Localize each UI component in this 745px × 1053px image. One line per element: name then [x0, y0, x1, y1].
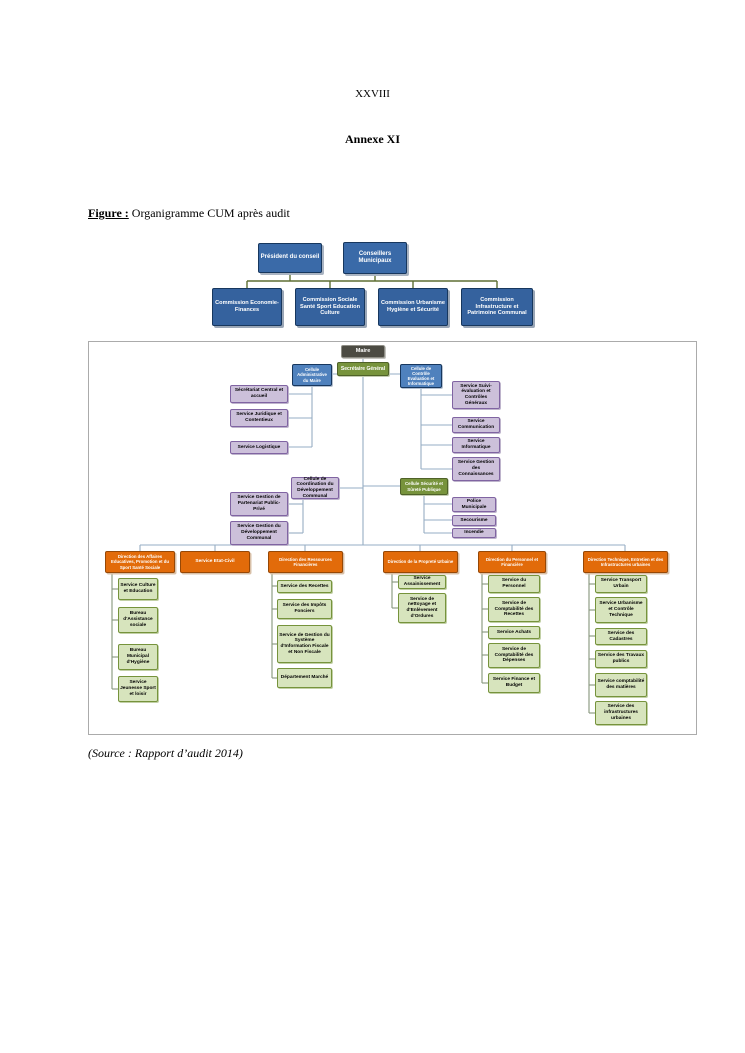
service-recettes-box: Service des Recettes [277, 580, 332, 593]
service-juridique-box: Service Juridique et Contentieux [230, 409, 288, 427]
service-urbanisme-controle-box: Service Urbanisme et Contrôle Technique [595, 597, 647, 623]
service-impots-fonciers-box: Service des Impôts Fonciers [277, 599, 332, 619]
commission-economie-finances-box: Commission Economie-Finances [212, 288, 282, 326]
service-nettoyage-box: Service de nettoyage et d'Enlèvement d'O… [398, 593, 446, 623]
page-number: XXVIII [355, 88, 390, 100]
bureau-hygiene-box: Bureau Municipal d'Hygiène [118, 644, 158, 670]
service-suivi-evaluation-box: Service Suivi-évaluation et Contrôles Gé… [452, 381, 500, 409]
direction-ressources-financieres-box: Direction des Ressources Financières [268, 551, 343, 573]
service-partenariat-box: Service Gestion de Partenariat Public-Pr… [230, 492, 288, 516]
commission-infrastructure-box: Commission Infrastructure et Patrimoine … [461, 288, 533, 326]
cellule-coordination-box: Cellule de Coordination du Développement… [291, 477, 339, 499]
maire-box: Maire [341, 345, 385, 358]
direction-technique-box: Direction Technique, Entretien et des In… [583, 551, 668, 573]
figure-text: Organigramme CUM après audit [128, 206, 290, 220]
service-gestion-connaissances-box: Service Gestion des Connaissances [452, 457, 500, 481]
bureau-assistance-sociale-box: Bureau d'Assistance sociale [118, 607, 158, 633]
service-systeme-fiscal-box: Service de Gestion du Système d'Informat… [277, 625, 332, 663]
service-comptabilite-matieres-box: Service comptabilité des matières [595, 673, 647, 697]
service-communication-box: Service Communication [452, 417, 500, 433]
secourisme-box: Secourisme [452, 515, 496, 526]
service-jeunesse-sport-box: Service Jeunesse Sport et loisir [118, 676, 158, 702]
service-comptabilite-depenses-box: Service de Comptabilité des Dépenses [488, 643, 540, 668]
direction-proprete-urbaine-box: Direction de la Propreté Urbaine [383, 551, 458, 573]
service-etat-civil-box: Service Etat-Civil [180, 551, 250, 573]
secretaire-general-box: Secrétaire Général [337, 362, 389, 376]
annex-title: Annexe XI [344, 132, 400, 146]
service-infrastructures-urbaines-box: Service des infrastructures urbaines [595, 701, 647, 725]
service-culture-education-box: Service Culture et Education [118, 578, 158, 600]
police-municipale-box: Police Municipale [452, 497, 496, 512]
service-cadastres-box: Service des Cadastres [595, 628, 647, 645]
direction-affaires-educatives-box: Direction des Affaires Educatives, Promo… [105, 551, 175, 573]
service-assainissement-box: Service Assainissement [398, 575, 446, 589]
figure-caption: Figure : Organigramme CUM après audit [88, 206, 290, 221]
service-personnel-box: Service du Personnel [488, 575, 540, 593]
service-achats-box: Service Achats [488, 626, 540, 639]
service-secretariat-box: Sécrétariat Central et accueil [230, 385, 288, 403]
commission-urbanisme-box: Commission Urbanisme Hygiène et Sécurité [378, 288, 448, 326]
service-comptabilite-recettes-box: Service de Comptabilité des Recettes [488, 597, 540, 622]
councillors-box: Conseillers Municipaux [343, 242, 407, 274]
service-travaux-publics-box: Service des Travaux publics [595, 650, 647, 668]
cellule-administrative-box: Cellule Administrative du Maire [292, 364, 332, 386]
service-informatique-box: Service Informatique [452, 437, 500, 453]
departement-marche-box: Département Marché [277, 668, 332, 688]
source-note: (Source : Rapport d’audit 2014) [88, 746, 243, 760]
incendie-box: Incendie [452, 528, 496, 538]
direction-personnel-financiere-box: Direction du Personnel et Financière [478, 551, 546, 573]
service-logistique-box: Service Logistique [230, 441, 288, 454]
service-finance-budget-box: Service Finance et Budget [488, 673, 540, 693]
commission-sociale-box: Commission Sociale Santé Sport Education… [295, 288, 365, 326]
cellule-securite-box: Cellule Sécurité et Sûreté Publique [400, 478, 448, 495]
service-transport-urbain-box: Service Transport Urbain [595, 575, 647, 593]
service-developpement-communal-box: Service Gestion du Développement Communa… [230, 521, 288, 545]
figure-label: Figure : [88, 206, 129, 220]
cellule-controle-box: Cellule de Contrôle Evaluation et Inform… [400, 364, 442, 388]
org-chart-frame [88, 341, 697, 735]
president-box: Président du conseil [258, 243, 322, 273]
